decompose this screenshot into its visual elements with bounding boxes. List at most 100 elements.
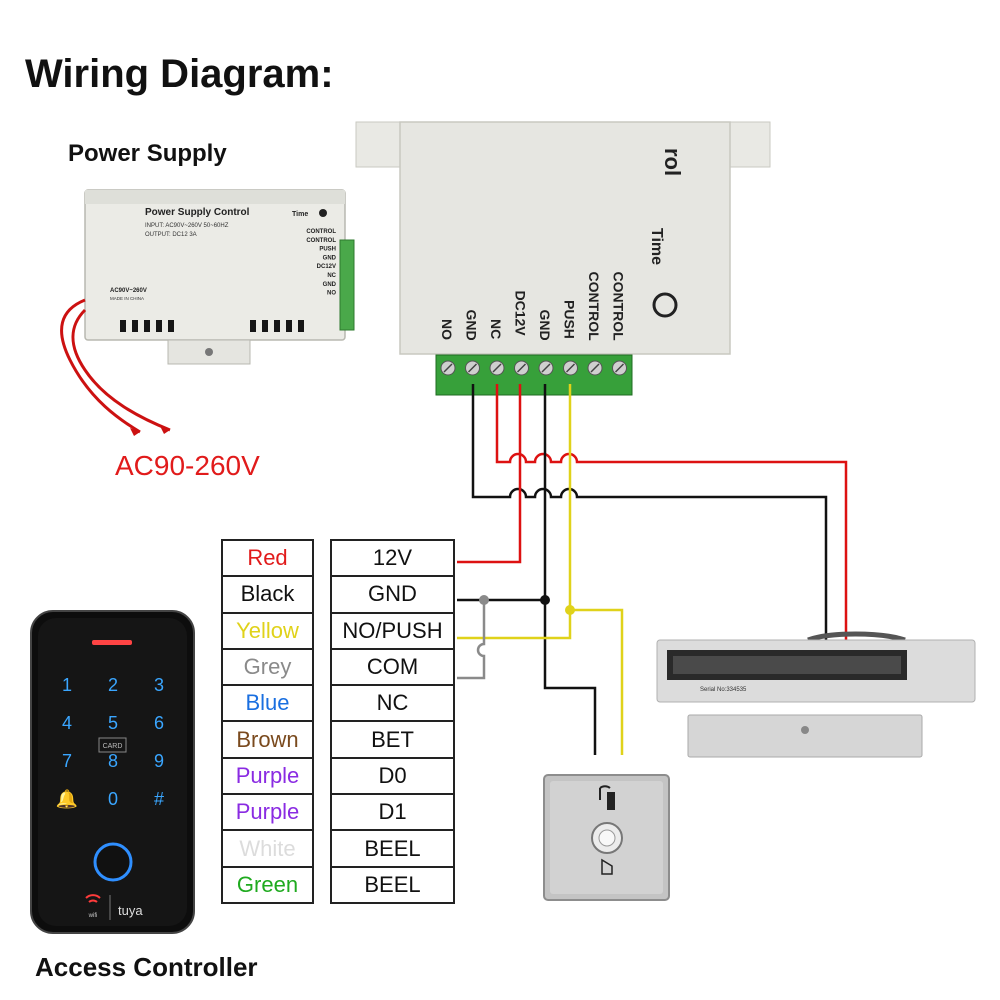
power-supply-label: Power Supply	[68, 140, 227, 167]
controller-terminal-label: DC12V	[513, 291, 529, 337]
wires	[457, 384, 848, 755]
ps-time-label: Time	[292, 211, 308, 218]
ps-made-in: MADE IN CHINA	[110, 296, 144, 301]
wire-color-cell: Purple	[221, 793, 314, 832]
controller-terminal-label: NC	[488, 319, 504, 339]
wire-yellow-push	[457, 384, 572, 640]
wire-black-to-maglock	[471, 384, 828, 640]
terminal-screw-slot	[492, 363, 502, 373]
keypad-key: 4	[62, 713, 72, 733]
keypad-key: 🔔	[56, 789, 78, 809]
wire-color-cell: Red	[221, 538, 314, 578]
keypad-key: 6	[154, 713, 164, 733]
wire-function-cell: COM	[330, 647, 455, 687]
wire-color-cell: Blue	[221, 684, 314, 723]
wire-color-cell: Black	[221, 575, 314, 614]
wire-yellow-button	[570, 608, 624, 755]
exit-button	[543, 774, 670, 901]
wire-color-cell: Green	[221, 865, 314, 904]
ac-wire-1	[60, 298, 141, 434]
wire-function-cell: NO/PUSH	[330, 611, 455, 650]
wifi-icon	[85, 894, 101, 903]
keypad-key: 3	[154, 675, 164, 695]
wire-color-cell: Purple	[221, 756, 314, 796]
controller-time-label: Time	[648, 228, 665, 265]
hand-icon	[601, 858, 613, 875]
ps-mount-bracket	[167, 339, 251, 365]
ps-terminal-label: CONTROL	[306, 238, 336, 244]
ps-terminal-label: GND	[323, 282, 337, 288]
ps-time-knob	[319, 209, 327, 217]
keypad-key: 1	[62, 675, 72, 695]
controller-terminal-label: NO	[439, 319, 455, 340]
wire-function-cell: 12V	[330, 538, 455, 578]
ps-panel-title: Power Supply Control	[145, 207, 250, 218]
fingerprint-sensor	[93, 842, 133, 882]
ps-ac-side-label: AC90V~260V	[110, 288, 147, 294]
keypad-key: 7	[62, 751, 72, 771]
wire-function-cell: BEEL	[330, 865, 455, 904]
time-knob-icon	[652, 292, 678, 318]
access-controller-label: Access Controller	[35, 952, 258, 982]
keypad-key: 2	[108, 675, 118, 695]
terminal-screw-slot	[590, 363, 600, 373]
ps-terminal-label: GND	[323, 255, 337, 261]
controller-terminal-labels: NO GND NC DC12V GND PUSH CONTROL CONTROL	[439, 272, 627, 342]
keypad-key: 8	[108, 751, 118, 771]
diagram-title: Wiring Diagram:	[25, 52, 334, 96]
terminal-screw-slot	[443, 363, 453, 373]
wire-function-cell: BET	[330, 720, 455, 759]
wire-function-cell: D0	[330, 756, 455, 796]
ps-terminal-block	[339, 239, 355, 331]
armature-plate	[687, 714, 923, 758]
keypad-key: 5	[108, 713, 118, 733]
controller-terminal-label: GND	[537, 310, 553, 341]
ps-terminal-label: NO	[327, 291, 336, 297]
controller-closeup: rol Time NO GND NC DC12V GND PUSH CONTROL CONTR…	[355, 121, 771, 396]
terminal-screw-slot	[467, 363, 478, 373]
keypad-key: 9	[154, 751, 164, 771]
access-controller-keypad: 1 2 3 4 5 6 7 8 9 🔔 0 # CARD wifi tuya	[30, 610, 195, 934]
wire-color-cell: Brown	[221, 720, 314, 759]
wire-function-cell: GND	[330, 575, 455, 614]
terminal-screw-slot	[565, 363, 576, 373]
controller-terminal-label: PUSH	[562, 300, 578, 339]
power-supply-unit: Power Supply Control INPUT: AC90V~260V 5…	[60, 189, 355, 436]
ac-input-label: AC90-260V	[115, 450, 260, 481]
wire-color-cell: Grey	[221, 647, 314, 687]
ps-terminal-label: CONTROL	[306, 229, 336, 235]
terminal-screw-slot	[516, 363, 527, 373]
terminal-screw-slot	[614, 363, 625, 373]
controller-terminal-label: CONTROL	[586, 272, 602, 342]
wire-function-cell: BEEL	[330, 829, 455, 868]
wire-function-cell: NC	[330, 684, 455, 723]
ps-vents	[120, 320, 304, 332]
wire-color-cell: Yellow	[221, 611, 314, 650]
wire-function-cell: D1	[330, 793, 455, 832]
wire-grey-com	[457, 600, 486, 680]
wifi-label: wifi	[88, 913, 98, 919]
ps-terminal-label: PUSH	[319, 247, 336, 253]
card-label: CARD	[103, 743, 123, 750]
wire-color-cell: White	[221, 829, 314, 868]
controller-terminal-label: GND	[464, 310, 480, 341]
controller-terminal-label: CONTROL	[611, 272, 627, 342]
ps-terminal-label: DC12V	[317, 264, 336, 270]
door-icon	[599, 785, 611, 800]
keypad-key: #	[154, 789, 164, 809]
controller-title-fragment: rol	[660, 148, 685, 176]
keypad-key: 0	[108, 789, 118, 809]
ps-input-line: INPUT: AC90V~260V 50~60HZ	[145, 223, 229, 229]
wire-black-gnd	[543, 384, 597, 755]
status-led	[92, 640, 132, 645]
wire-red-12v	[457, 384, 522, 564]
brand-label: tuya	[118, 903, 143, 918]
ac-wire-2	[71, 308, 171, 432]
ps-terminal-label: NC	[327, 273, 336, 279]
ps-terminal-labels: CONTROL CONTROL PUSH GND DC12V NC GND NO	[306, 229, 336, 297]
controller-terminal-block	[435, 354, 633, 396]
maglock-serial: Serial No:334535	[700, 687, 747, 693]
